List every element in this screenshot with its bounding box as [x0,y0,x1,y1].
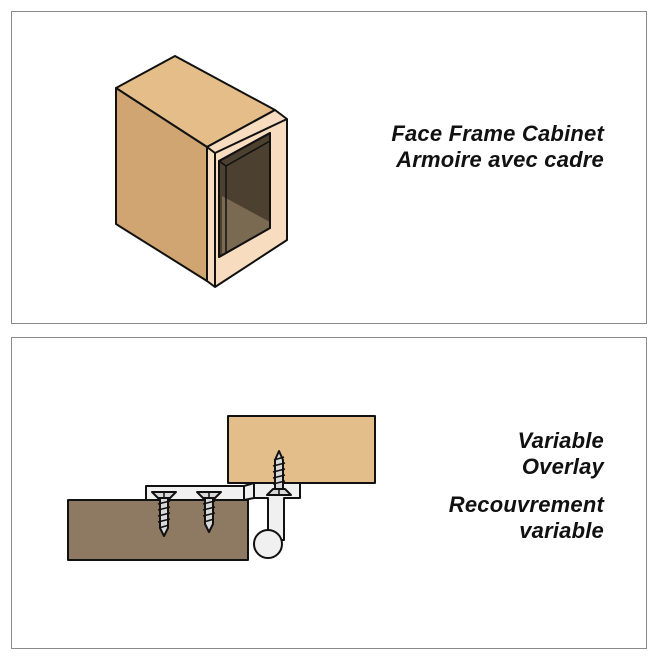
hinge-knuckle [253,529,283,559]
face-frame-board [67,499,249,561]
screw-door [266,450,292,496]
door-board [227,415,376,484]
cabinet-type-label: Face Frame Cabinet Armoire avec cadre [391,121,604,173]
label-french: Armoire avec cadre [396,147,604,172]
cabinet-illustration [115,55,288,288]
cabinet-inner-wall [222,196,270,254]
label-english: Face Frame Cabinet [391,121,604,146]
overlay-en-line2: Overlay [521,454,604,479]
screw-middle [196,491,222,533]
overlay-en-line1: Variable [517,428,604,453]
hinge-illustration [67,415,376,561]
overlay-fr-line2: variable [519,518,604,543]
hinge-arm [253,482,301,541]
variable-overlay-panel [11,337,647,649]
overlay-fr-line1: Recouvrement [448,492,604,517]
screw-left [151,491,177,537]
overlay-label-french: Recouvrement variable [449,492,604,544]
overlay-label-english: Variable Overlay [518,428,604,480]
